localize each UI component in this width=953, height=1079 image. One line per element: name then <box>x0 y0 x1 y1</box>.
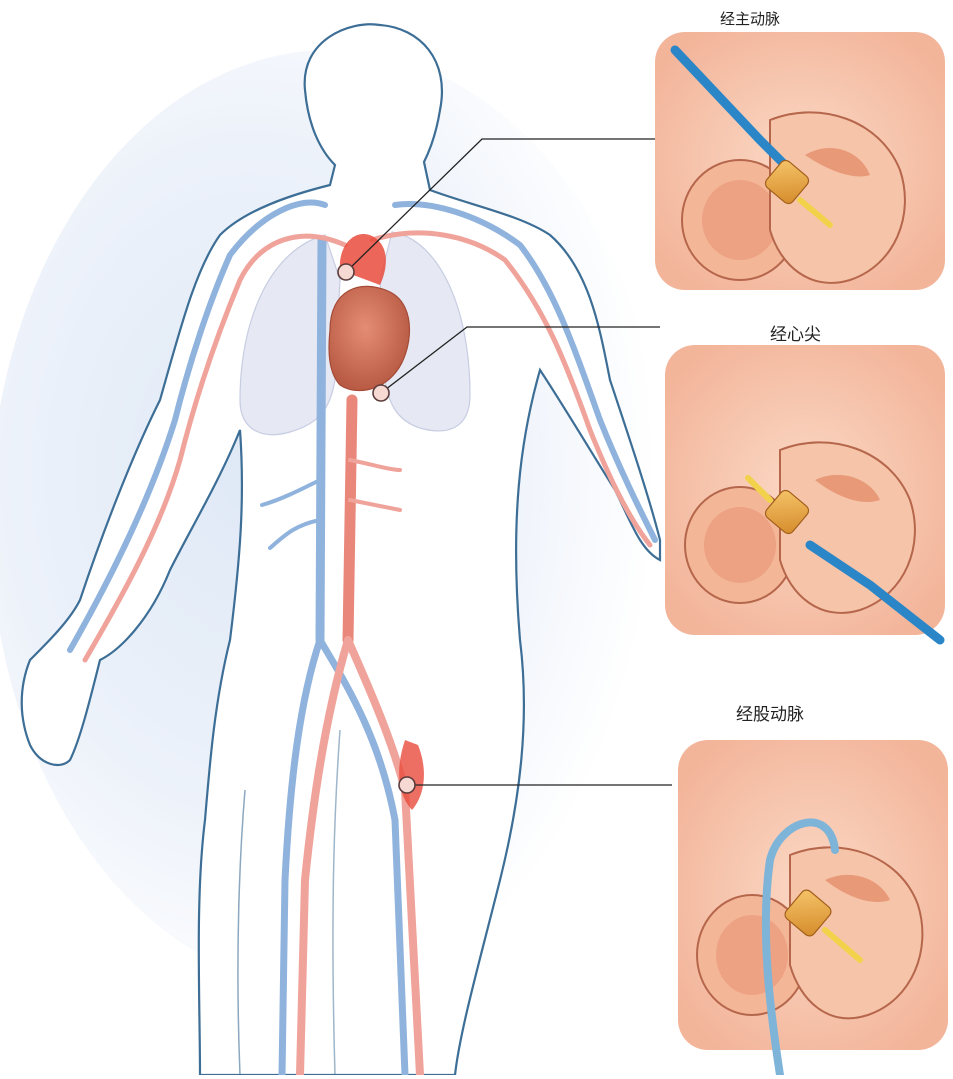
label-transfemoral: 经股动脉 <box>736 700 804 725</box>
inset-transfemoral <box>678 740 948 1075</box>
label-transapical: 经心尖 <box>770 320 821 345</box>
circle-marker-icon <box>399 777 415 793</box>
circle-marker-icon <box>373 385 389 401</box>
circle-marker-icon <box>338 264 354 280</box>
inset-transaortic <box>655 32 945 290</box>
inset-transapical <box>665 345 945 640</box>
label-transaortic: 经主动脉 <box>720 8 780 29</box>
